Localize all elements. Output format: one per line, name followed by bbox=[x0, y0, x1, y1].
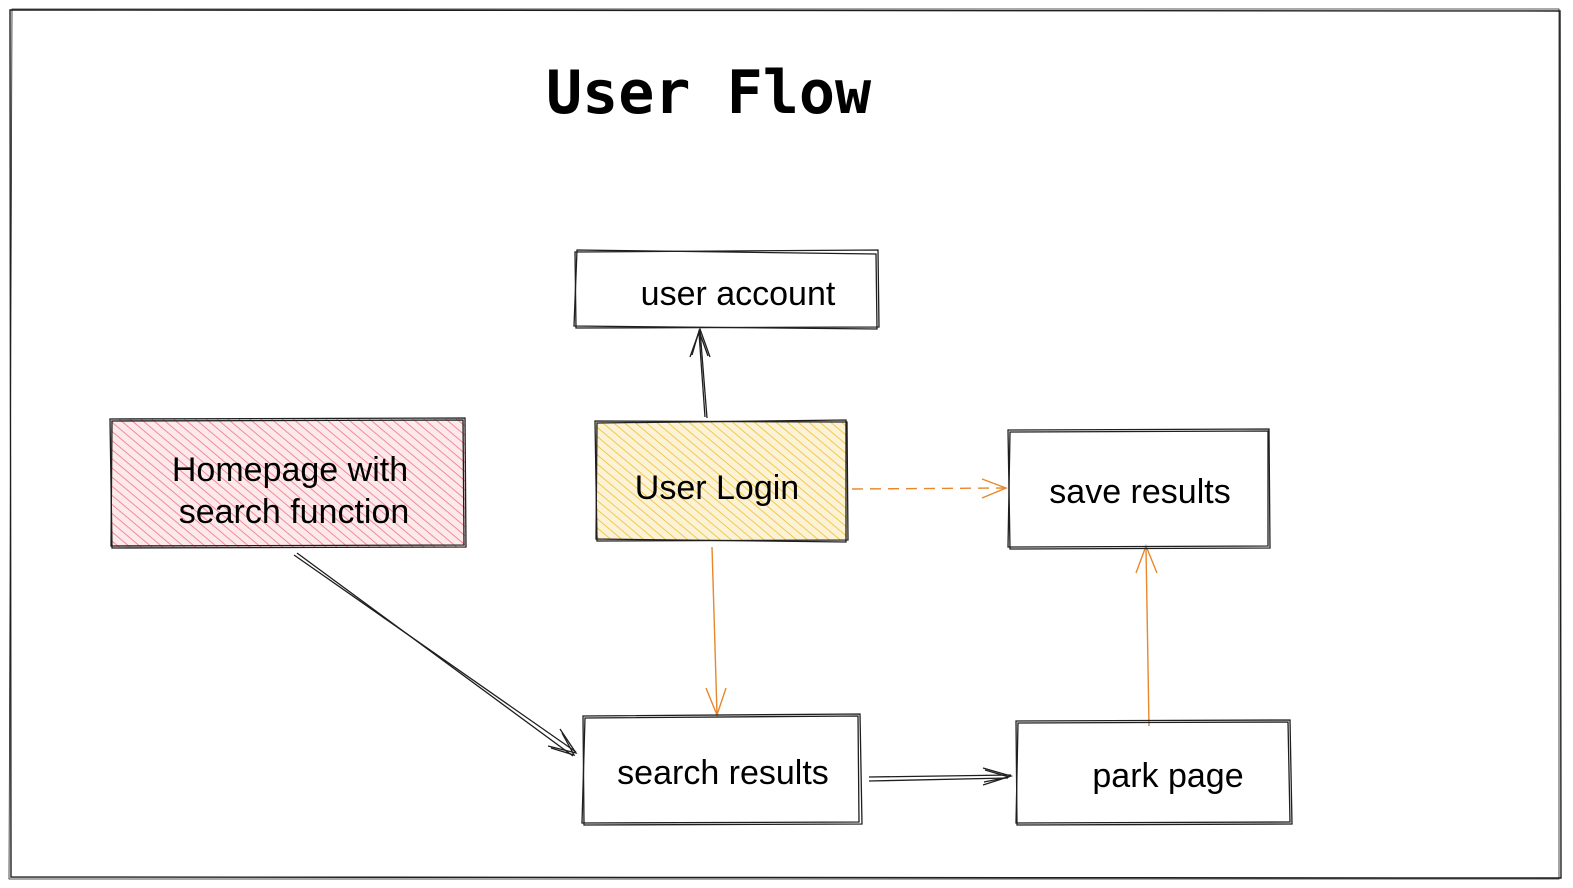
node-user-login[interactable]: User Login bbox=[594, 419, 849, 543]
edge-homepage-to-search bbox=[293, 552, 578, 757]
edge-park-to-save-line bbox=[1145, 547, 1150, 727]
node-homepage-label-line1: Homepage with bbox=[172, 451, 408, 489]
node-user-login-label: User Login bbox=[635, 469, 799, 507]
edge-park-to-save bbox=[1135, 544, 1158, 727]
node-search-results[interactable]: search results bbox=[581, 713, 863, 826]
edge-login-to-save bbox=[851, 478, 1008, 499]
diagram-title: User Flow bbox=[546, 58, 872, 128]
node-homepage-fill bbox=[111, 419, 465, 547]
node-park-page[interactable]: park page bbox=[1015, 719, 1293, 826]
node-user-account-label: user account bbox=[641, 275, 836, 313]
edge-login-to-account bbox=[689, 327, 711, 419]
node-save-results[interactable]: save results bbox=[1007, 428, 1271, 550]
edge-login-to-search bbox=[705, 546, 727, 718]
node-park-page-label: park page bbox=[1092, 757, 1243, 795]
node-save-results-label: save results bbox=[1049, 473, 1230, 511]
node-search-results-label: search results bbox=[617, 754, 829, 792]
edge-search-to-park bbox=[868, 767, 1014, 786]
node-user-login-fill bbox=[596, 422, 847, 540]
diagram-frame bbox=[8, 8, 1562, 880]
edge-login-to-save-line bbox=[851, 487, 1005, 490]
node-homepage[interactable]: Homepage with search function bbox=[109, 417, 467, 549]
edge-login-to-save-head bbox=[981, 478, 1008, 499]
edge-login-to-search-line bbox=[711, 546, 718, 715]
node-user-account[interactable]: user account bbox=[573, 249, 880, 330]
node-homepage-label-line2: search function bbox=[179, 493, 410, 531]
